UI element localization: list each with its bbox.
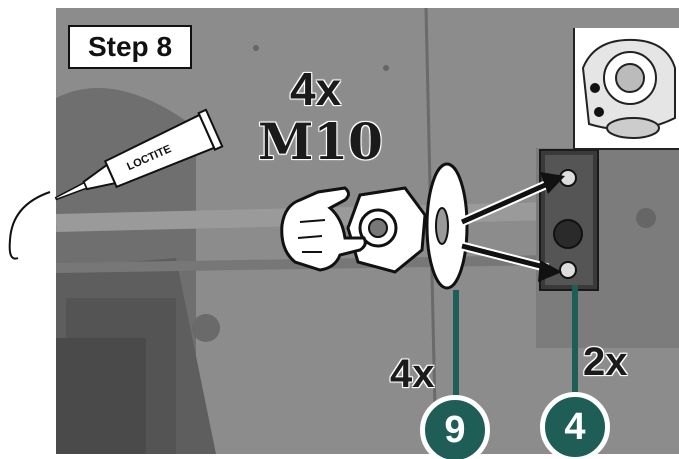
- fastener-size: M10: [258, 112, 383, 171]
- part-callout-9: 9: [420, 395, 490, 459]
- adhesive-drip-icon: [10, 192, 50, 259]
- nut-icon: [348, 188, 425, 272]
- left-callout-quantity: 4x: [390, 352, 435, 397]
- washer-icon: [427, 164, 467, 288]
- leader-lines: [456, 285, 575, 400]
- mower-thumbnail-drawing: [575, 28, 679, 148]
- step-label: Step 8: [68, 25, 192, 69]
- mower-thumbnail: [573, 28, 679, 150]
- right-callout-quantity: 2x: [583, 340, 628, 385]
- loctite-tube-icon: LOCTITE: [48, 110, 222, 217]
- part-callout-4: 4: [540, 392, 610, 459]
- fastener-count: 4x: [290, 62, 341, 116]
